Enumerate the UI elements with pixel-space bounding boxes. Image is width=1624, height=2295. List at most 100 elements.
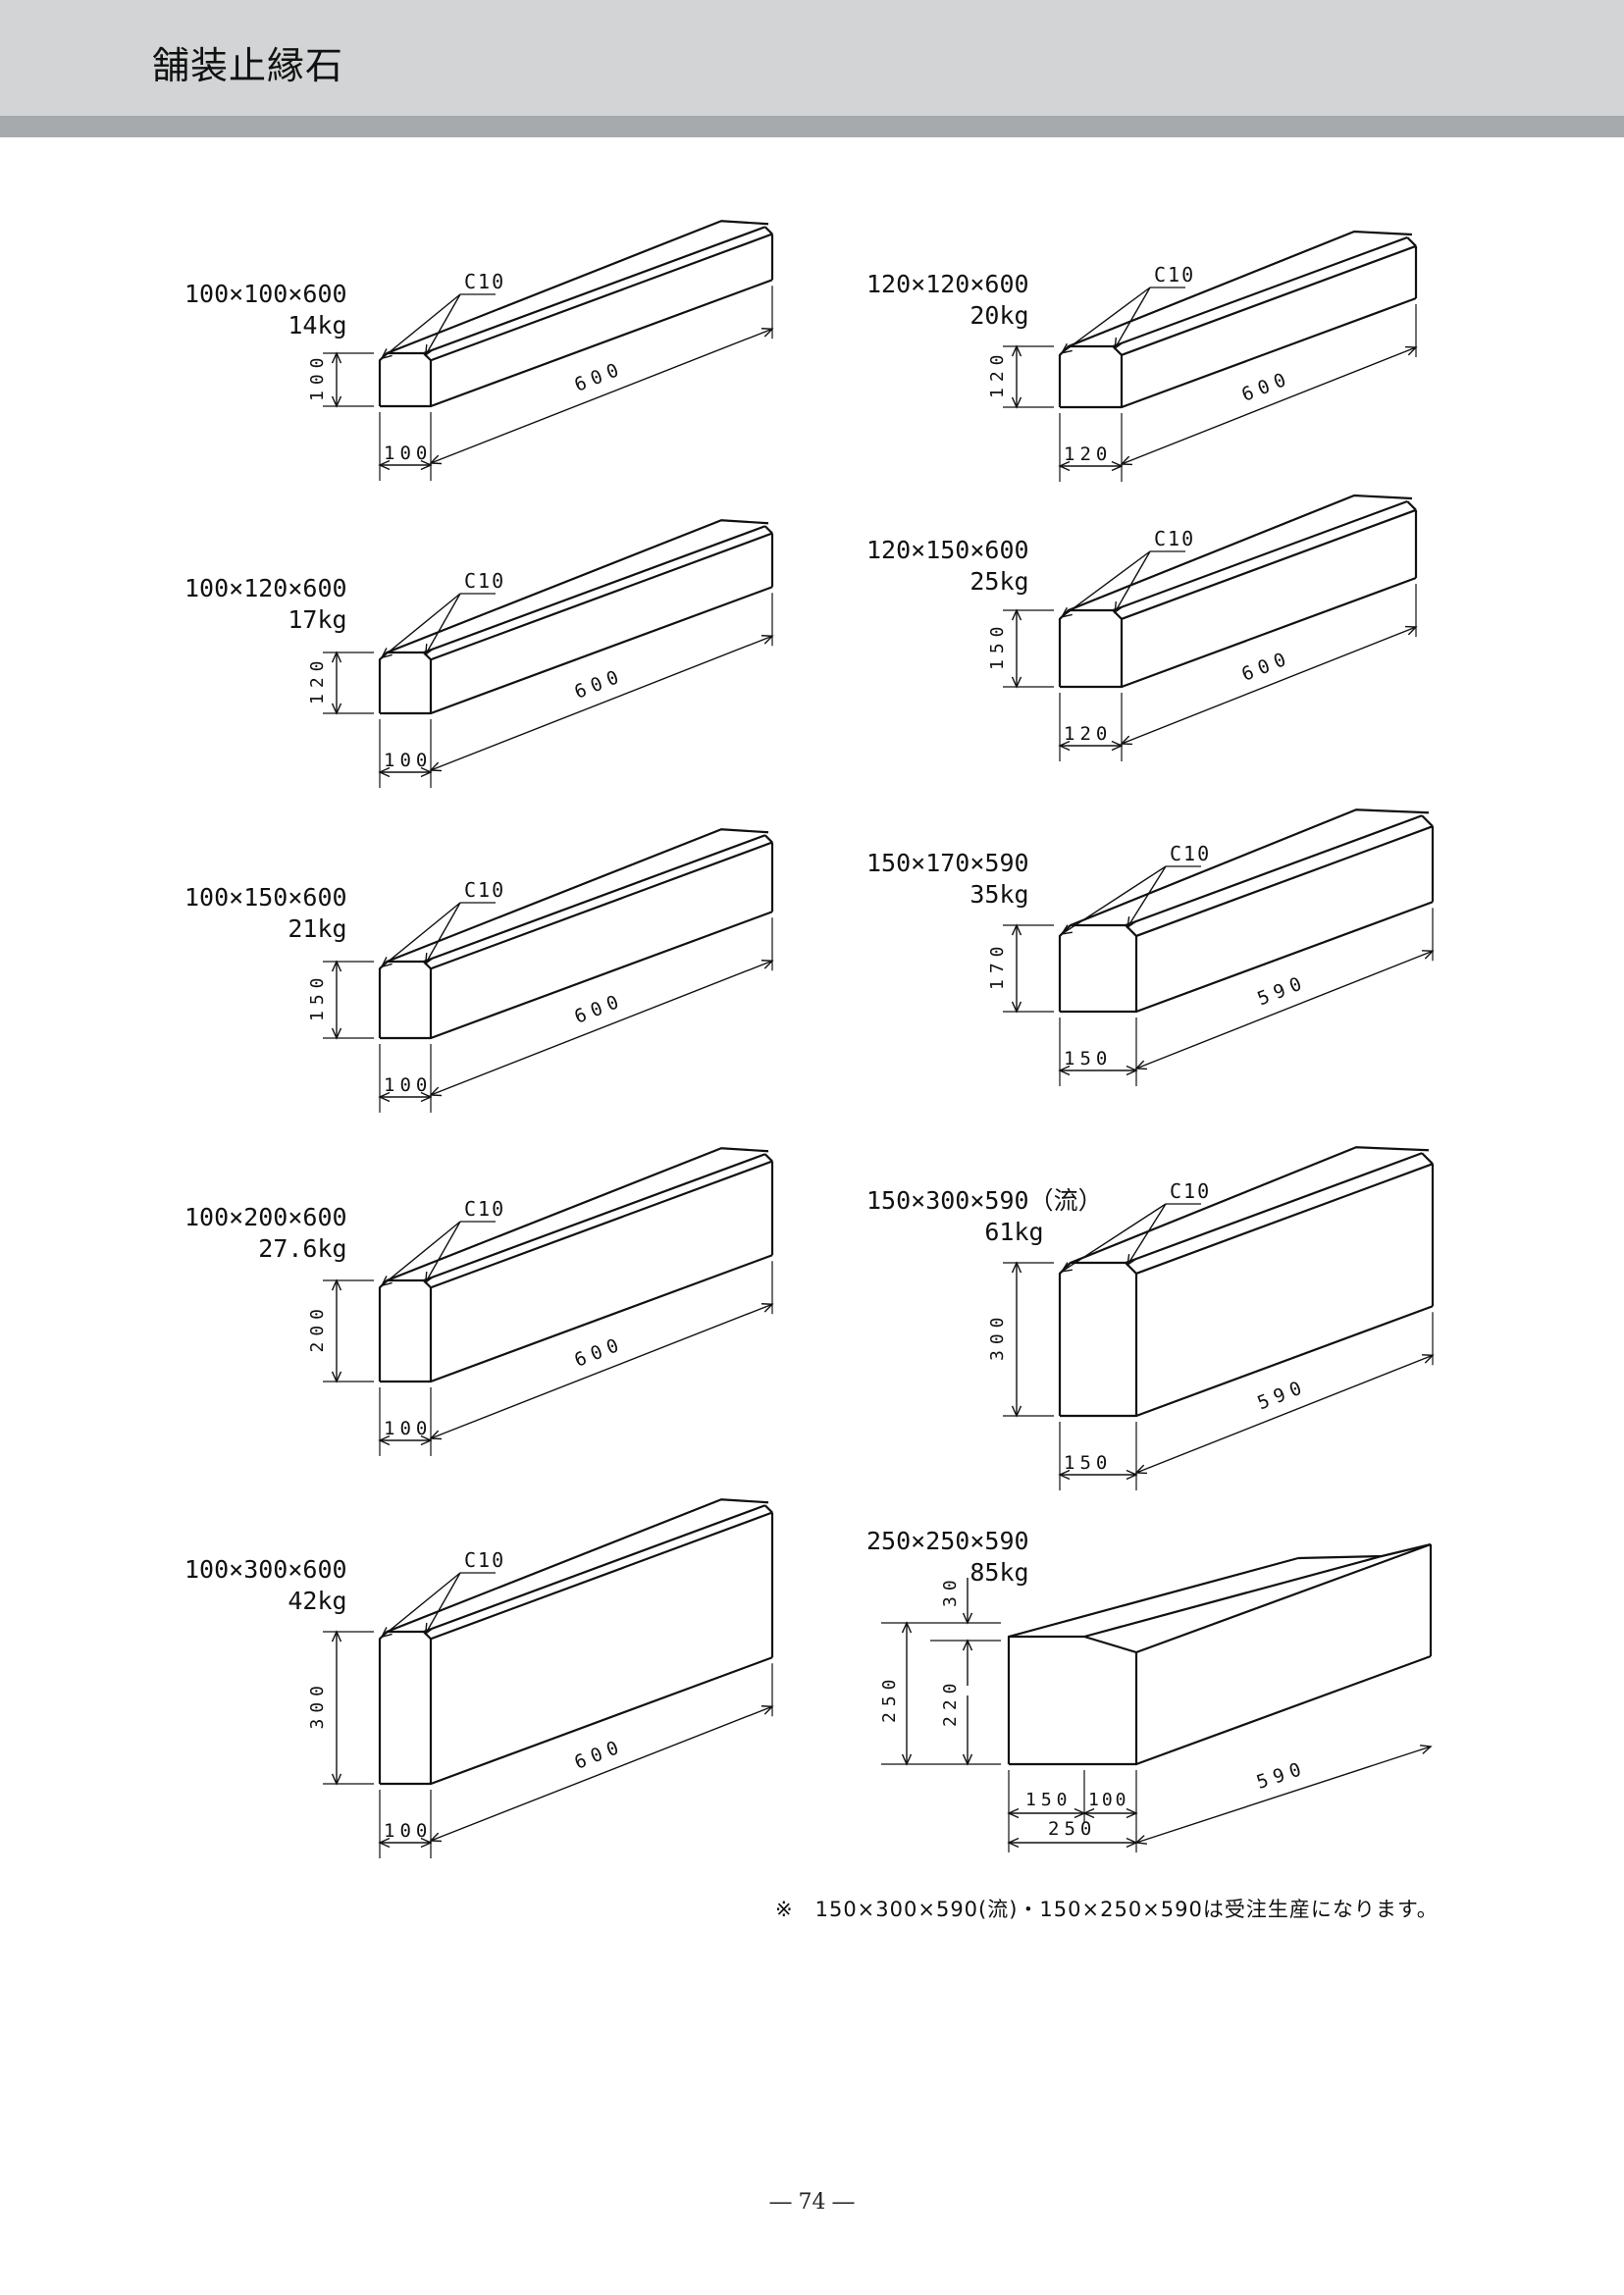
- curb-250x250-bottom-edge: [1135, 1654, 1432, 1766]
- curb-120x120-top-edge-c: [1121, 244, 1417, 356]
- width-dim-arrow-arrowhead: [1126, 1065, 1138, 1076]
- chamfer-arrow-arrowhead: [380, 1276, 393, 1287]
- curb-100x100-top-edge-c: [430, 233, 773, 362]
- curb-250x250-back-top: [1297, 1542, 1432, 1560]
- chamfer-arrow: [425, 293, 461, 356]
- length-dim-arrow: [1135, 950, 1434, 1069]
- height-dim-arrow-arrowhead: [331, 651, 342, 663]
- curb-100x200-front-face: [378, 1278, 433, 1383]
- page-title: 舗装止縁石: [152, 44, 344, 87]
- chamfer-arrow-arrowhead: [1060, 924, 1073, 935]
- height-dim-text: 150: [987, 620, 1008, 670]
- width-dim-arrow-arrowhead: [378, 459, 391, 471]
- width-dim-arrow-arrowhead: [1111, 740, 1124, 752]
- spec-weight: 20kg: [969, 301, 1029, 330]
- spec-size: 150×170×590: [866, 849, 1029, 877]
- chamfer-arrow-arrowhead: [424, 643, 436, 656]
- chamfer-label: C10: [464, 1548, 505, 1572]
- width-dim-arrow-arrowhead: [420, 1837, 433, 1849]
- curb-120x150-front-face: [1058, 608, 1124, 689]
- height-dim-arrow-arrowhead: [901, 1621, 913, 1634]
- spec-label-100x300: 100×300×600 42kg: [184, 1554, 347, 1617]
- spec-weight: 17kg: [288, 605, 347, 634]
- spec-label-100x200: 100×200×600 27.6kg: [184, 1202, 347, 1265]
- height-dim-arrow-arrowhead: [1011, 608, 1022, 621]
- curb-100x200-top-edge-b: [423, 1153, 766, 1282]
- bottom-left-arrow-arrowhead: [1007, 1807, 1020, 1819]
- height-dim-text: 120: [307, 654, 328, 704]
- length-dim-arrow-arrowhead: [1134, 1464, 1148, 1475]
- lower-height-arrow-arrowhead: [962, 1753, 973, 1766]
- spec-size: 250×250×590: [866, 1527, 1029, 1555]
- curb-100x120-top-edge-b: [423, 525, 766, 654]
- length-dim-text: 590: [1254, 971, 1310, 1011]
- spec-label-120x120: 120×120×600 20kg: [866, 269, 1029, 332]
- length-dim-arrow: [1121, 346, 1417, 465]
- curb-120x150-top-edge-b: [1112, 499, 1408, 612]
- height-dim-text: 150: [307, 971, 328, 1021]
- curb-100x150-top-edge-a: [386, 828, 769, 964]
- height-dim-arrow-arrowhead: [331, 703, 342, 715]
- chamfer-label: C10: [1170, 1179, 1211, 1203]
- spec-weight: 14kg: [288, 311, 347, 339]
- chamfer-label: C10: [464, 1197, 505, 1221]
- chamfer-arrow-arrowhead: [1114, 337, 1125, 350]
- height-dim-arrow-arrowhead: [331, 351, 342, 364]
- spec-size: 100×200×600: [184, 1203, 347, 1231]
- width-dim-text: 100: [384, 750, 432, 771]
- chamfer-arrow-arrowhead: [380, 648, 393, 659]
- curb-100x100-top-edge-a: [386, 220, 769, 355]
- spec-label-120x150: 120×150×600 25kg: [866, 535, 1029, 598]
- chamfer-arrow: [1126, 1203, 1167, 1266]
- length-dim-text: 600: [1238, 647, 1294, 686]
- width-dim-arrow-arrowhead: [1058, 740, 1071, 752]
- chamfer-arrow-arrowhead: [1060, 606, 1073, 618]
- width-dim-text: 120: [1064, 443, 1112, 465]
- curb-120x120-front-face: [1058, 344, 1124, 409]
- height-dim-text: 250: [879, 1673, 900, 1723]
- width-dim-arrow-arrowhead: [1111, 460, 1124, 472]
- spec-weight: 35kg: [969, 880, 1029, 909]
- width-dim-text: 100: [384, 1820, 432, 1842]
- spec-label-100x120: 100×120×600 17kg: [184, 573, 347, 636]
- curb-150x300-top-edge-c: [1135, 1163, 1434, 1275]
- curb-100x150-top-edge-c: [430, 841, 773, 970]
- lower-height-text: 220: [940, 1677, 961, 1727]
- height-dim-arrow-arrowhead: [331, 395, 342, 408]
- width-dim-arrow-arrowhead: [378, 766, 391, 778]
- header-rule: [0, 116, 1624, 137]
- height-dim-arrow-arrowhead: [331, 1278, 342, 1291]
- length-dim-text: 590: [1254, 1376, 1310, 1415]
- curb-100x150-front-face: [378, 960, 433, 1040]
- length-dim-arrow: [430, 328, 773, 464]
- width-dim-arrow-arrowhead: [1058, 1065, 1071, 1076]
- length-dim-arrow: [430, 635, 773, 771]
- spec-weight: 42kg: [288, 1587, 347, 1615]
- curb-100x150-back-chamfer: [763, 834, 773, 844]
- chamfer-arrow-arrowhead: [424, 343, 436, 357]
- spec-label-150x170: 150×170×590 35kg: [866, 848, 1029, 911]
- length-dim-arrow: [1135, 1746, 1432, 1844]
- curb-150x300-top-edge-b: [1125, 1152, 1423, 1265]
- curb-150x170-bottom-edge: [1135, 901, 1434, 1014]
- width-dim-text: 100: [384, 1418, 432, 1439]
- height-dim-arrow-arrowhead: [1011, 676, 1022, 689]
- chamfer-arrow: [425, 1572, 461, 1635]
- curb-100x100-back-chamfer: [763, 226, 773, 235]
- curb-150x300-bottom-edge: [1135, 1305, 1434, 1418]
- length-dim-arrow-arrowhead: [1134, 1835, 1148, 1845]
- curb-100x120-bottom-edge: [430, 586, 773, 715]
- curb-120x150-top-edge-c: [1121, 508, 1417, 620]
- length-dim-text: 600: [571, 357, 627, 396]
- spec-size: 100×150×600: [184, 883, 347, 912]
- curb-120x150-bottom-edge: [1121, 576, 1417, 689]
- curb-100x300-top-edge-c: [430, 1511, 773, 1641]
- length-dim-arrow-arrowhead: [1120, 735, 1133, 746]
- height-dim-arrow-arrowhead: [1011, 1261, 1022, 1274]
- height-dim-arrow-arrowhead: [901, 1753, 913, 1766]
- curb-100x200-top-edge-a: [386, 1147, 769, 1282]
- spec-weight: 27.6kg: [258, 1234, 347, 1263]
- spec-weight: 61kg: [984, 1218, 1044, 1246]
- spec-size: 150×300×590（流）: [866, 1186, 1103, 1215]
